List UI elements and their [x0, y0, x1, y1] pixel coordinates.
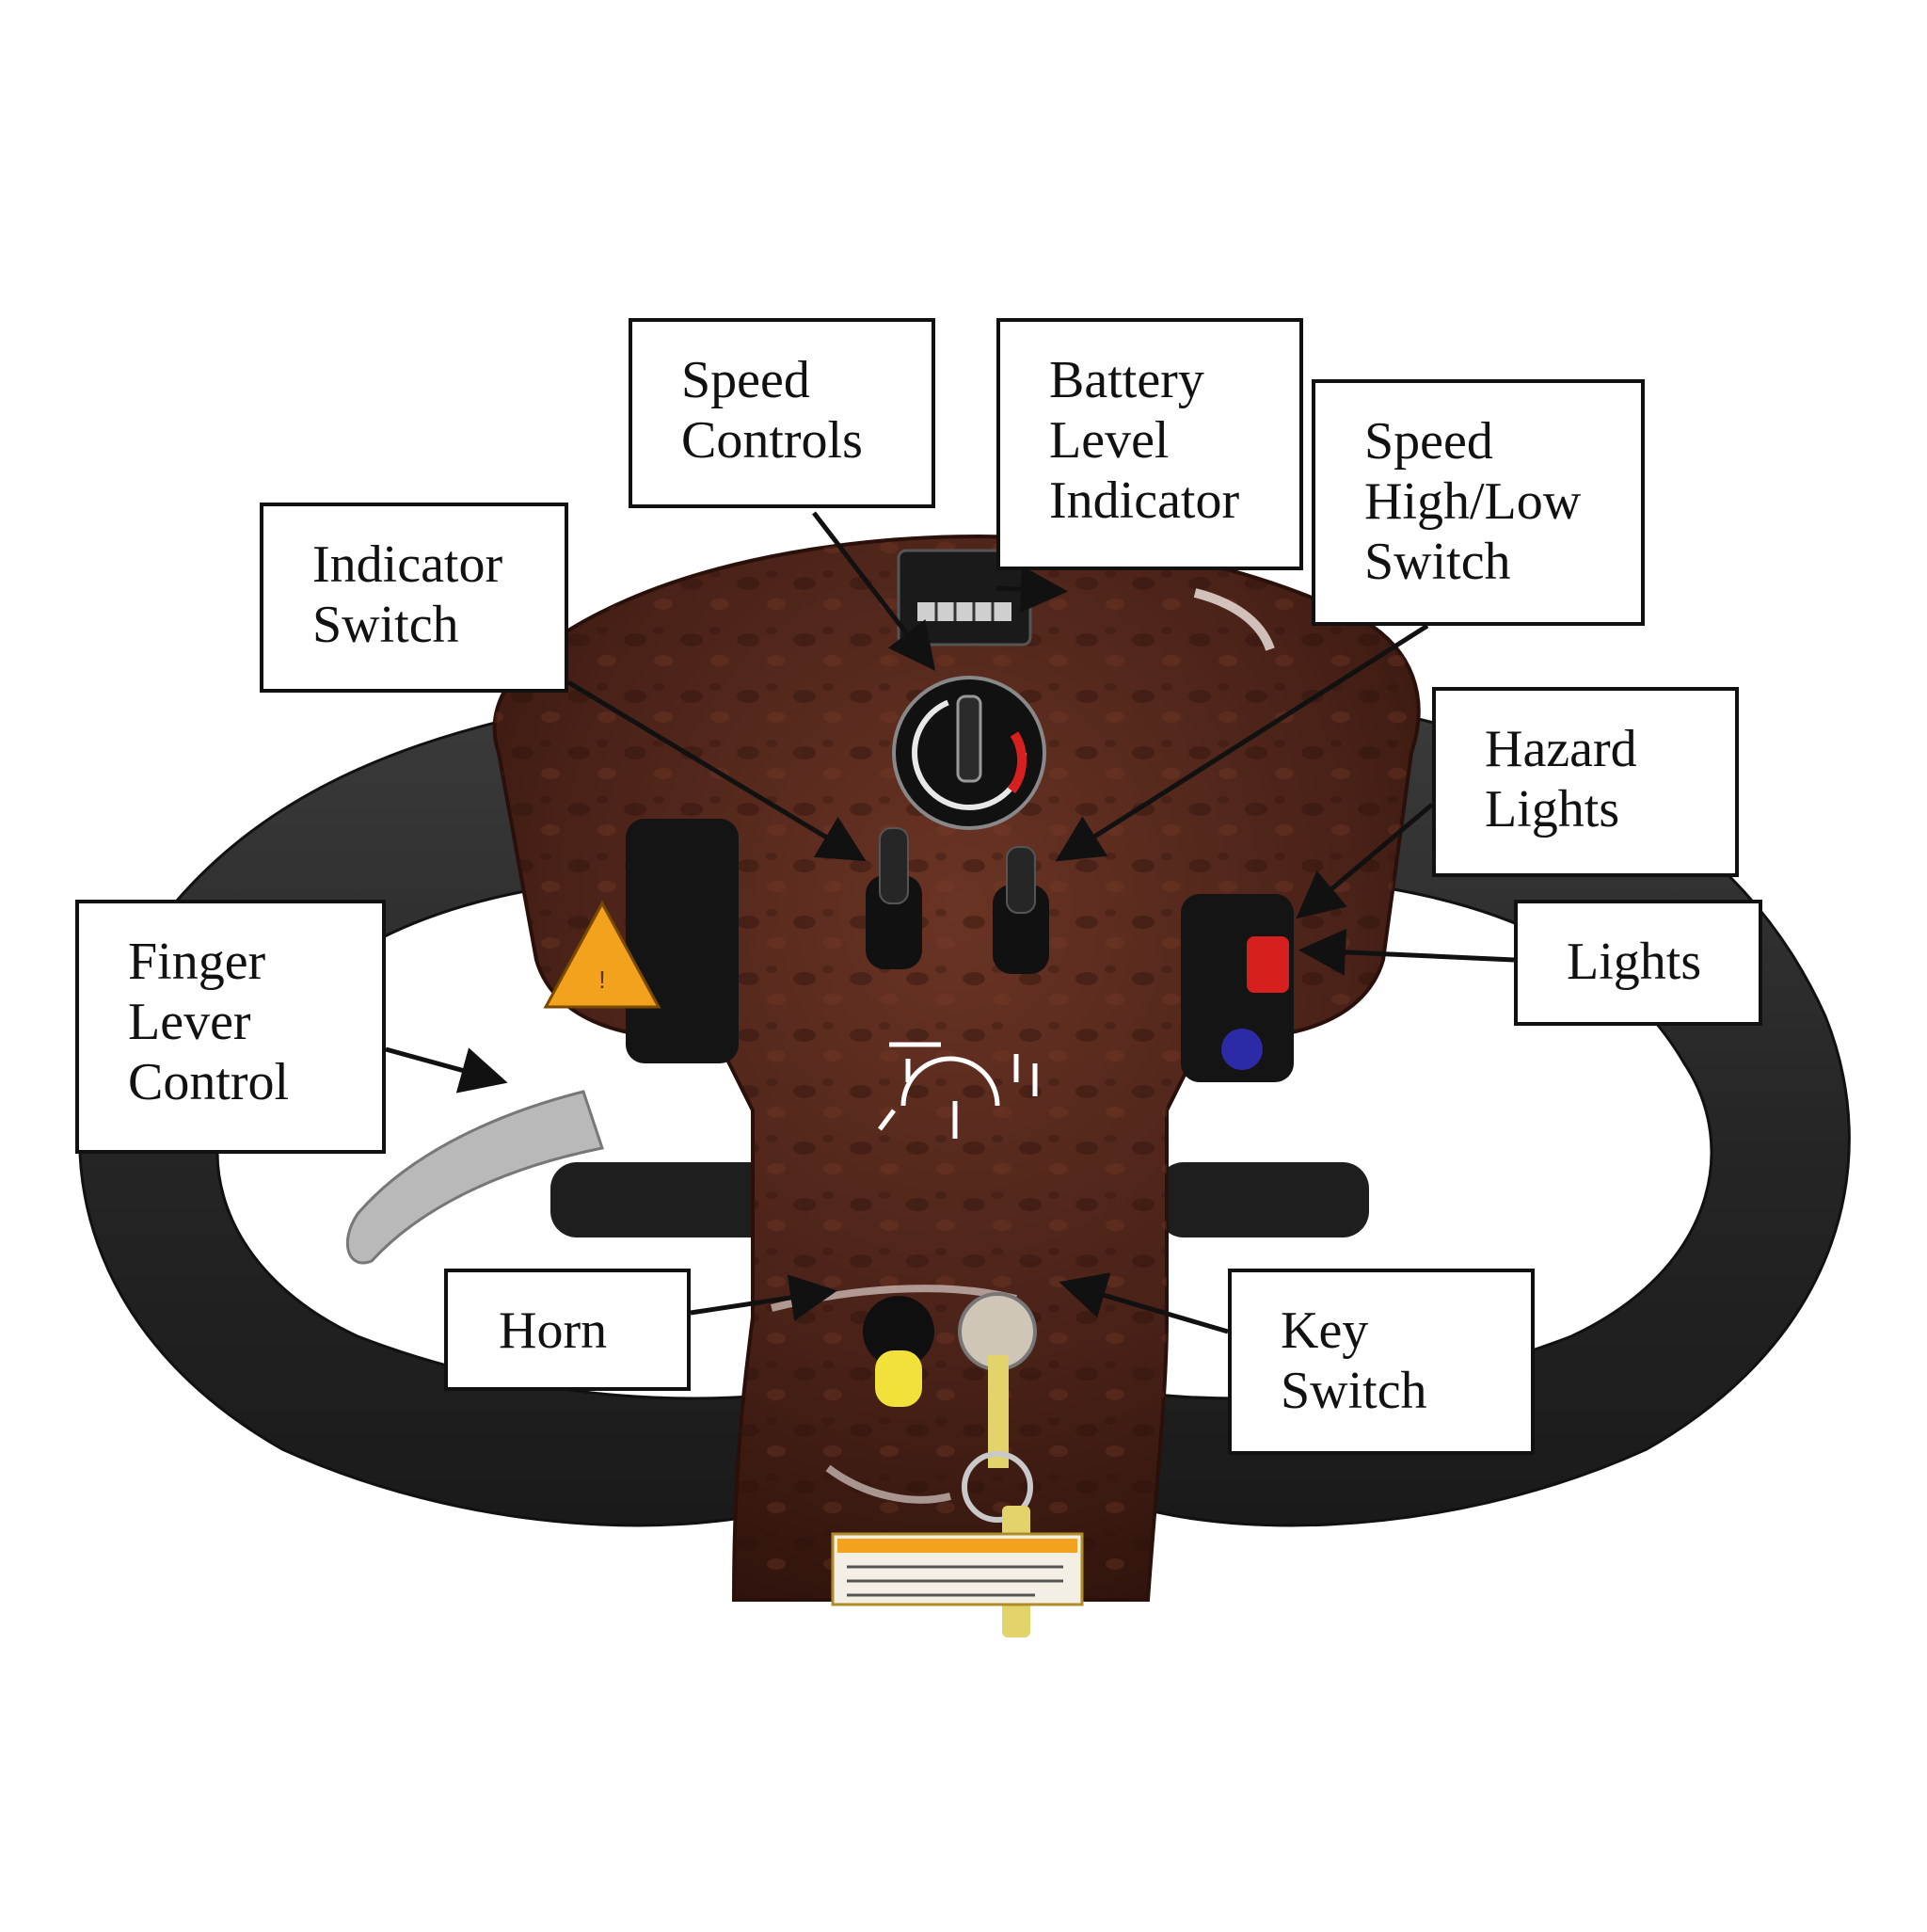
right-side-module	[1181, 894, 1294, 1082]
label-lights: Lights	[1514, 900, 1762, 1026]
toggle-switch-icon	[866, 827, 1049, 974]
label-line: Level	[1049, 411, 1170, 470]
label-line: Switch	[1281, 1362, 1427, 1420]
label-finger-lever-control: Finger Lever Control	[75, 900, 386, 1154]
label-hazard-lights: Hazard Lights	[1432, 687, 1739, 877]
speed-dial-icon	[892, 676, 1046, 830]
label-line: Speed	[681, 351, 810, 409]
callout-arrows	[385, 511, 1515, 1334]
label-line: Lights	[1485, 780, 1620, 838]
horn-button	[863, 1296, 934, 1407]
hazard-switch-red	[1247, 936, 1289, 993]
label-key-switch: Key Switch	[1228, 1269, 1535, 1455]
label-line: Battery	[1049, 351, 1204, 409]
label-line: Hazard	[1485, 720, 1637, 778]
arrow-finger-lever	[385, 1046, 508, 1094]
arrow-speed-high-low	[1055, 623, 1429, 862]
arrow-battery	[995, 566, 1068, 614]
label-line: Indicator	[312, 535, 503, 594]
arrow-indicator-switch	[566, 679, 867, 862]
label-horn: Horn	[444, 1269, 691, 1391]
label-speed-high-low-switch: Speed High/Low Switch	[1312, 379, 1645, 626]
label-line: Finger	[128, 933, 266, 991]
lights-knob-blue	[1221, 1029, 1263, 1070]
label-line: High/Low	[1364, 472, 1582, 531]
label-line: Speed	[1364, 412, 1493, 471]
label-line: Indicator	[1049, 471, 1240, 530]
label-line: Horn	[499, 1301, 608, 1360]
svg-text:!: !	[598, 966, 605, 994]
label-line: Key	[1281, 1301, 1369, 1360]
warning-sticker	[831, 1532, 1084, 1606]
arrow-speed-controls	[812, 511, 936, 671]
label-battery-level-indicator: Battery Level Indicator	[996, 318, 1303, 570]
label-line: Lights	[1567, 933, 1702, 991]
label-line: Switch	[1364, 533, 1511, 591]
printed-symbols	[878, 1042, 1038, 1139]
label-line: Control	[128, 1053, 290, 1111]
label-line: Switch	[312, 596, 459, 654]
finger-lever	[345, 1090, 1369, 1265]
left-side-module: !	[543, 819, 739, 1063]
label-line: Controls	[681, 411, 863, 470]
arrow-key	[1059, 1272, 1229, 1334]
warning-triangle-icon	[543, 900, 661, 1009]
arrow-horn	[690, 1274, 837, 1321]
label-speed-controls: Speed Controls	[629, 318, 935, 508]
label-indicator-switch: Indicator Switch	[260, 503, 568, 693]
label-line: Lever	[128, 993, 251, 1051]
arrow-lights	[1298, 928, 1515, 976]
arrow-hazard	[1296, 803, 1434, 919]
